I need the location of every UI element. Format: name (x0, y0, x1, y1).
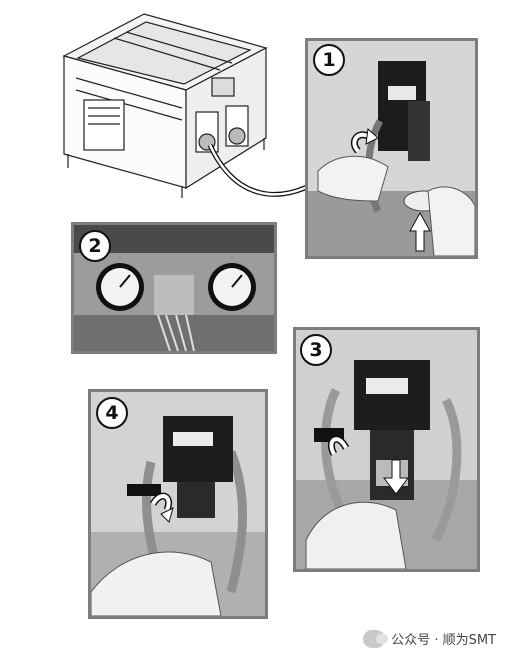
step-1-panel (305, 38, 478, 259)
step-3-badge: 3 (300, 334, 332, 366)
watermark: 公众号 · 顺为SMT (363, 629, 496, 648)
wechat-icon (363, 629, 389, 648)
watermark-text: 公众号 · 顺为SMT (391, 633, 496, 648)
step-1-badge: 1 (313, 44, 345, 76)
step-3-panel (293, 327, 480, 572)
step-4-panel (88, 389, 268, 619)
step-2-badge: 2 (79, 230, 111, 262)
step-4-badge: 4 (96, 397, 128, 429)
machine-illustration (44, 8, 284, 198)
